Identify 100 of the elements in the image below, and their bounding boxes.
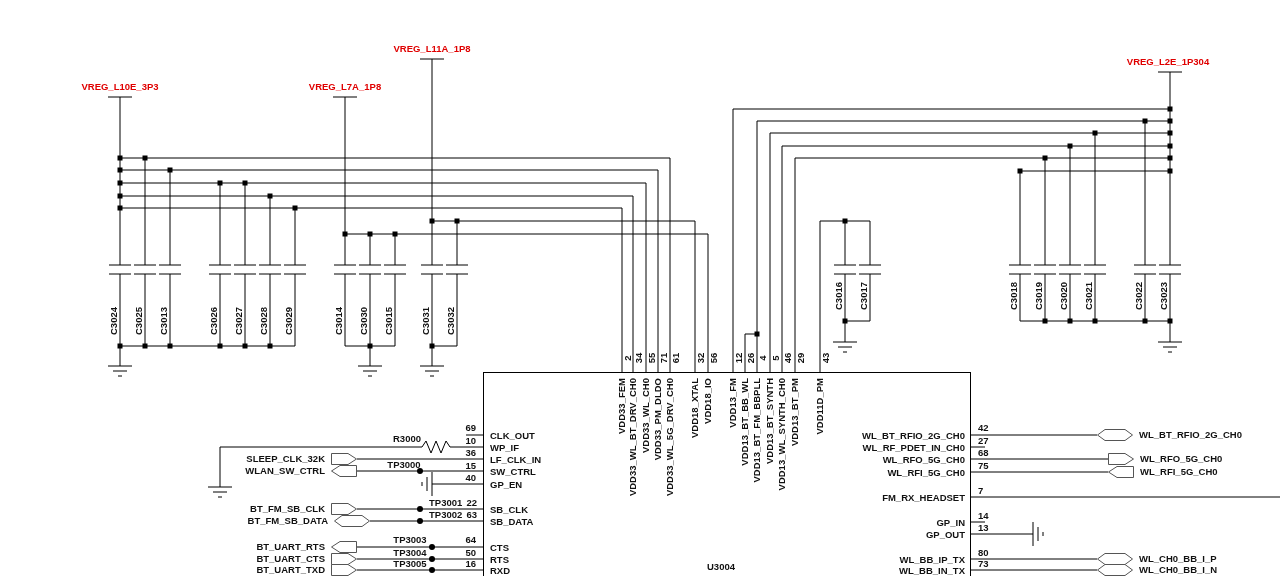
net-label: VREG_L11A_1P8 (393, 44, 471, 54)
pin-number: 29 (796, 352, 806, 364)
capacitor-label: C3029 (284, 307, 294, 335)
test-point-label: TP3004 (393, 548, 427, 558)
net-label: VREG_L2E_1P304 (1126, 57, 1210, 67)
capacitor-label: C3022 (1134, 282, 1144, 310)
pin-number: 34 (634, 352, 644, 364)
wire (356, 558, 484, 560)
capacitor-label: C3014 (334, 307, 344, 335)
pin-name: VDD33_WL_CH0 (641, 378, 651, 453)
resistor-label: R3000 (393, 434, 421, 444)
net-label: WL_RFO_5G_CH0 (1140, 454, 1223, 464)
pin-number: 63 (466, 510, 477, 520)
pin-name: WL_RFI_5G_CH0 (887, 468, 965, 478)
pin-name: SW_CTRL (490, 467, 536, 477)
wire (970, 558, 1098, 560)
net-label: BT_UART_RTS (256, 542, 325, 552)
pin-name: VDD18_XTAL (690, 378, 700, 438)
test-point-label: TP3001 (429, 498, 463, 508)
test-point-label: TP3005 (393, 559, 427, 569)
pin-number: 22 (466, 498, 477, 508)
pin-name: VDD13_BT_SYNTH (765, 378, 775, 465)
pin-number: 27 (978, 436, 989, 446)
capacitor-label: C3026 (209, 307, 219, 335)
pin-number: 73 (978, 559, 989, 569)
pin-name: VDD33_WL_BT_DRV_CH0 (628, 378, 638, 497)
capacitor-label: C3013 (159, 307, 169, 335)
pin-number: 4 (758, 355, 768, 361)
pin-number: 75 (978, 461, 989, 471)
capacitor-label: C3027 (234, 307, 244, 335)
pin-name: WL_RF_PDET_IN_CH0 (862, 443, 965, 453)
capacitor-label: C3017 (859, 282, 869, 310)
pin-name: VDD33_PM_DLDO (653, 378, 663, 461)
wire (970, 569, 1098, 571)
pin-name: RTS (490, 555, 509, 565)
pin-name: VDD33_WL_5G_DRV_CH0 (665, 378, 675, 497)
net-label: WL_CH0_BB_I_P (1139, 554, 1217, 564)
pin-number: 2 (623, 355, 633, 361)
capacitor-label: C3024 (109, 307, 119, 335)
pin-name: WL_BB_IN_TX (899, 566, 965, 576)
net-label: VREG_L7A_1P8 (308, 82, 382, 92)
pin-name: VDD13_WL_SYNTH_CH0 (777, 378, 787, 491)
pin-name: VDD13_BT_FM_BBPLL (752, 378, 762, 483)
pin-name: VDD33_FEM (617, 378, 627, 434)
pin-name: GP_OUT (925, 530, 965, 540)
pin-number: 26 (746, 352, 756, 364)
pin-name: VDD13_FM (728, 378, 738, 428)
pin-number: 71 (659, 352, 669, 364)
capacitor-label: C3021 (1084, 282, 1094, 310)
test-point-label: TP3000 (387, 460, 421, 470)
pin-name: SB_DATA (490, 517, 534, 527)
pin-name: CLK_OUT (490, 431, 535, 441)
net-label: SLEEP_CLK_32K (246, 454, 325, 464)
pin-name: VDD13_BT_PM (790, 378, 800, 447)
chip-body (483, 372, 971, 576)
wire (356, 458, 484, 460)
pin-name: VDD13_BT_BB_WL (740, 378, 750, 466)
pin-name: VDD11D_PM (815, 378, 825, 435)
wire (970, 458, 1109, 460)
net-label: WLAN_SW_CTRL (245, 466, 325, 476)
pin-name: GP_IN (936, 518, 965, 528)
wire (356, 569, 484, 571)
pin-number: 64 (465, 535, 476, 545)
pin-name: GP_EN (490, 480, 523, 490)
pin-number: 43 (821, 352, 831, 364)
wire (356, 546, 484, 548)
net-label: WL_BT_RFIO_2G_CH0 (1139, 430, 1242, 440)
capacitor-label: C3016 (834, 282, 844, 310)
net-label: BT_UART_TXD (256, 565, 325, 575)
net-label: BT_FM_SB_DATA (247, 516, 328, 526)
capacitor-label: C3023 (1159, 282, 1169, 310)
wire (970, 434, 1098, 436)
pin-number: 5 (771, 355, 781, 361)
wire (970, 471, 1109, 473)
net-label: WL_CH0_BB_I_N (1139, 565, 1218, 575)
test-point-label: TP3002 (429, 510, 463, 520)
capacitor-label: C3025 (134, 307, 144, 335)
pin-name: VDD18_IO (703, 378, 713, 424)
pin-number: 61 (671, 352, 681, 364)
net-label: WL_RFI_5G_CH0 (1140, 467, 1218, 477)
wire (369, 520, 484, 522)
pin-name: FM_RX_HEADSET (882, 493, 965, 503)
pin-name: CTS (490, 543, 509, 553)
net-label: BT_FM_SB_CLK (250, 504, 325, 514)
pin-number: 46 (783, 352, 793, 364)
pin-number: 50 (465, 548, 476, 558)
pin-number: 56 (709, 352, 719, 364)
wire (356, 508, 484, 510)
pin-number: 68 (978, 448, 989, 458)
pin-number: 42 (978, 423, 989, 433)
capacitor-label: C3018 (1009, 282, 1019, 310)
capacitor-label: C3015 (384, 307, 394, 335)
capacitor-label: C3019 (1034, 282, 1044, 310)
part-reference: U3004 (707, 562, 735, 572)
net-label: BT_UART_CTS (256, 554, 325, 564)
pin-number: 16 (465, 559, 476, 569)
pin-number: 32 (696, 352, 706, 364)
pin-name: WL_BT_RFIO_2G_CH0 (862, 431, 965, 441)
wire (356, 470, 484, 472)
pin-name: RXD (490, 566, 511, 576)
